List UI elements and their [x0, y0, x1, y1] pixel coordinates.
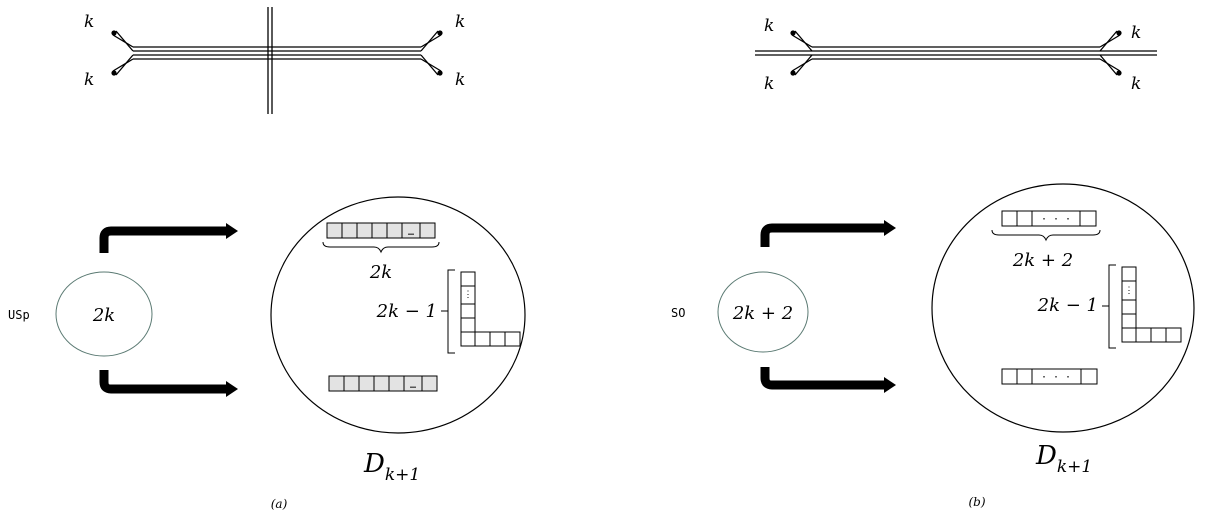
brace-label-top-a: 2k: [369, 262, 392, 283]
brane-label-top-right: k: [455, 12, 465, 32]
brane-label-b-top-right: k: [1131, 23, 1141, 43]
group-label-so: SO: [671, 306, 685, 320]
bracket-column-a: [441, 269, 455, 354]
arrow-lower-b: [760, 367, 886, 390]
panel-a: k k k k USp 2k … 2k: [8, 7, 526, 511]
caption-a: (a): [271, 497, 288, 511]
brace-top-b: [991, 229, 1101, 242]
box-column-a: [460, 271, 521, 347]
brane-label-top-left: k: [84, 12, 94, 32]
arrow-upper-b: [760, 223, 886, 247]
box-row-top-b: [1001, 210, 1097, 227]
arrow-upper-a: [99, 226, 228, 253]
brane-configuration-a: [112, 7, 442, 114]
arrow-lower-b-head: [884, 377, 896, 393]
arrow-lower-a: [99, 370, 228, 394]
arrow-lower-a-head: [226, 381, 238, 397]
small-circle-label-a: 2k: [92, 305, 115, 326]
box-row-top-dots-b: · · ·: [1041, 214, 1071, 225]
box-row-bottom-dots-a: …: [410, 380, 416, 391]
big-circle-a: [270, 196, 526, 434]
box-row-bottom-dots-b: · · ·: [1041, 372, 1071, 383]
column-label-a: 2k − 1: [376, 301, 437, 322]
box-row-top-a: [326, 222, 436, 239]
brace-top-a: [322, 241, 440, 254]
box-row-bottom-a: [328, 375, 438, 392]
column-label-b: 2k − 1: [1037, 295, 1098, 316]
caption-b: (b): [968, 495, 985, 509]
brane-endpoints-a: [111, 30, 443, 76]
brane-label-bottom-right: k: [455, 70, 465, 90]
small-circle-a: [55, 271, 153, 357]
brace-label-top-b: 2k + 2: [1012, 250, 1073, 271]
box-column-b: [1121, 266, 1182, 343]
brane-configuration-b: [755, 30, 1157, 76]
brane-label-b-top-left: k: [764, 16, 774, 36]
region-label-b: Dk+1: [1035, 441, 1092, 477]
big-circle-b: [931, 183, 1195, 433]
group-label-usp: USp: [8, 308, 30, 322]
panel-b: k k k k SO 2k + 2 · · · 2k + 2: [671, 16, 1195, 509]
small-circle-b: [717, 271, 809, 353]
brane-label-b-bottom-right: k: [1131, 74, 1141, 94]
small-circle-label-b: 2k + 2: [732, 303, 793, 324]
box-row-bottom-b: [1001, 368, 1098, 385]
brane-endpoints-b: [790, 30, 1122, 76]
brane-label-b-bottom-left: k: [764, 74, 774, 94]
box-column-dots-b: ⋮: [1125, 286, 1134, 296]
box-column-dots-a: ⋮: [464, 290, 473, 300]
region-label-a: Dk+1: [363, 449, 420, 485]
arrow-upper-b-head: [884, 220, 896, 236]
bracket-column-b: [1102, 264, 1116, 349]
brane-label-bottom-left: k: [84, 70, 94, 90]
arrow-upper-a-head: [226, 223, 238, 239]
box-row-top-dots-a: …: [408, 227, 414, 238]
